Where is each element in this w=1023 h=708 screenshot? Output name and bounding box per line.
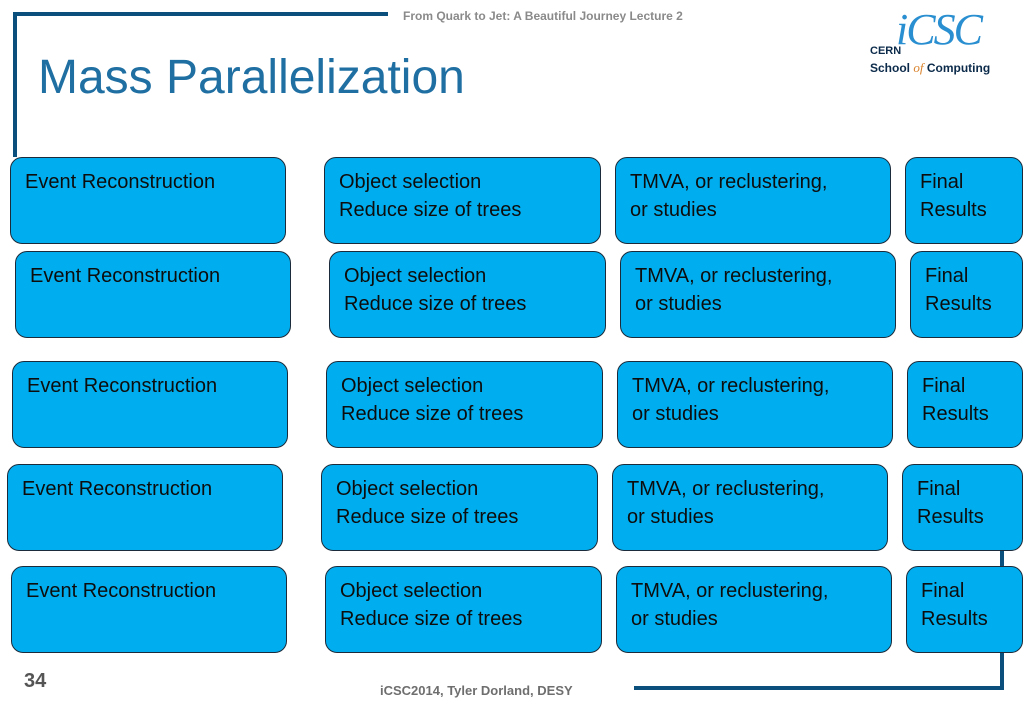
tmva-box: TMVA, or reclustering,or studies [612,464,888,551]
page-number: 34 [24,670,47,692]
event-reconstruction-box: Event Reconstruction [7,464,283,551]
event-reconstruction-box: Event Reconstruction [10,157,286,244]
frame-line-left [13,12,17,157]
tmva-box: TMVA, or reclustering,or studies [616,566,892,653]
icsc-logo: iCSC CERN School of Computing [866,5,1016,82]
footer-credit: iCSC2014, Tyler Dorland, DESY [380,683,573,698]
logo-mark: iCSC [896,5,983,54]
frame-line-top [13,12,388,16]
event-reconstruction-box: Event Reconstruction [11,566,287,653]
tmva-box: TMVA, or reclustering,or studies [620,251,896,338]
tmva-box: TMVA, or reclustering,or studies [615,157,891,244]
logo-cern: CERN [870,45,902,57]
slide-title: Mass Parallelization [38,51,465,104]
event-reconstruction-box: Event Reconstruction [15,251,291,338]
tmva-box: TMVA, or reclustering,or studies [617,361,893,448]
event-reconstruction-box: Event Reconstruction [12,361,288,448]
logo-school-line: School of Computing [870,60,991,75]
frame-line-bottom [634,686,1004,690]
lecture-header: From Quark to Jet: A Beautiful Journey L… [403,9,683,23]
